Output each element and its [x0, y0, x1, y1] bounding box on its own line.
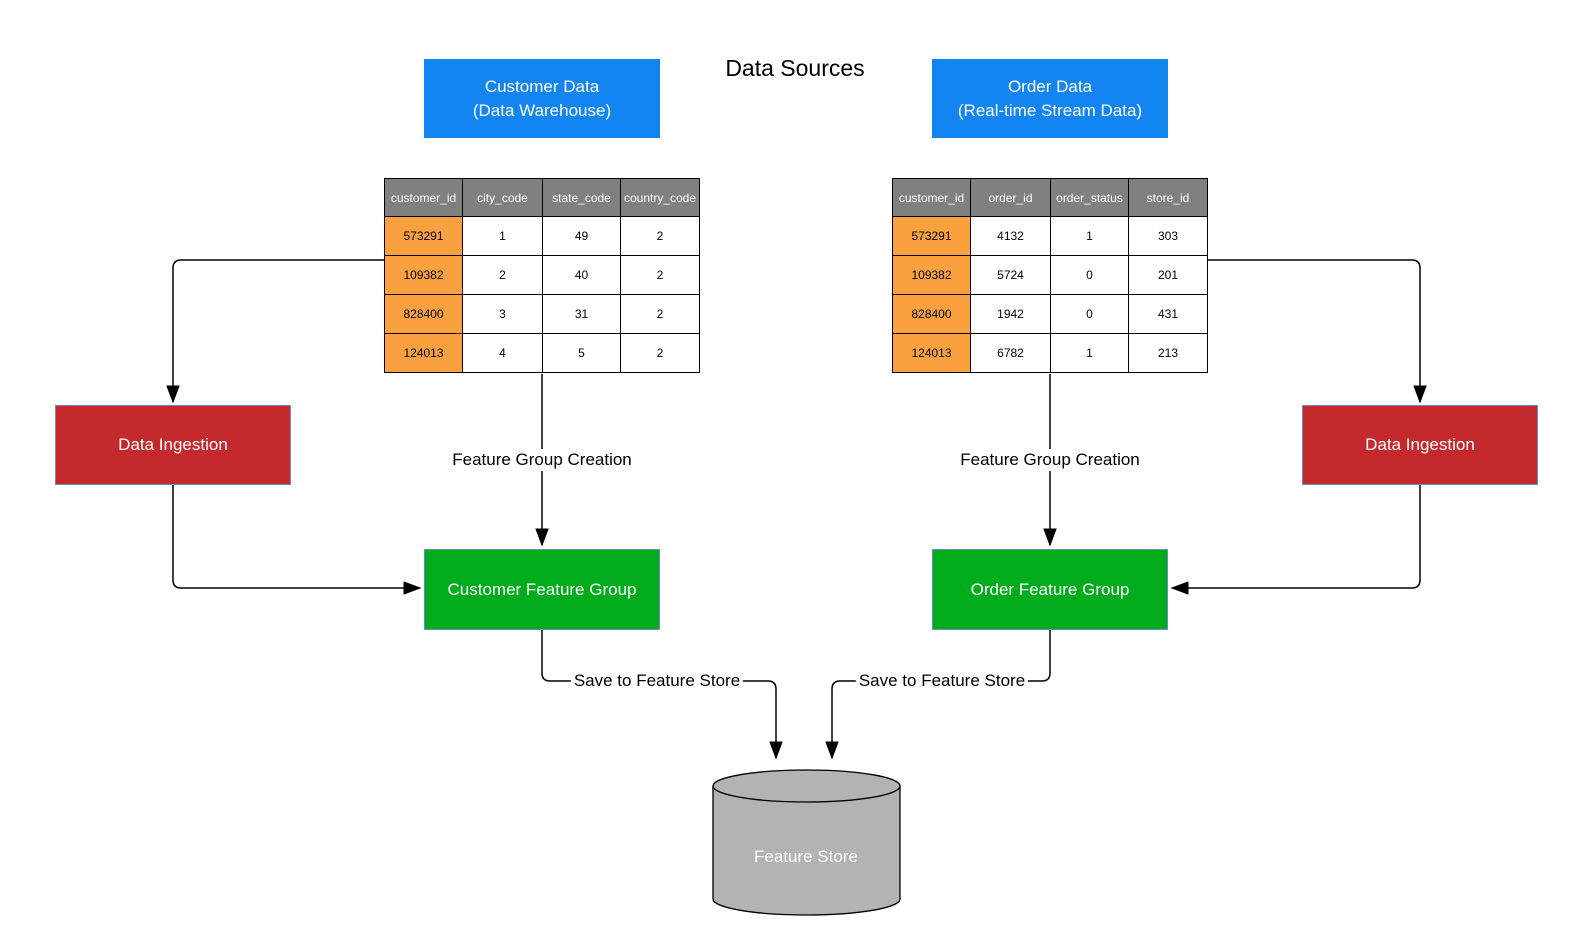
- feature-group-creation-left-label: Feature Group Creation: [449, 449, 635, 471]
- column-header: city_code: [462, 178, 543, 217]
- column-header: order_id: [970, 178, 1051, 217]
- column-header: country_code: [620, 178, 700, 217]
- table-cell: 431: [1128, 294, 1208, 334]
- table-cell: 5: [542, 333, 621, 373]
- feature-group-creation-right-label: Feature Group Creation: [957, 449, 1143, 471]
- customer-feature-group-box: Customer Feature Group: [424, 549, 660, 630]
- table-cell: 0: [1050, 294, 1129, 334]
- table-cell: 3: [462, 294, 543, 334]
- order-data-source-line1: Order Data: [1007, 76, 1093, 96]
- column-header: customer_id: [892, 178, 971, 217]
- data-ingestion-right-box: Data Ingestion: [1302, 405, 1538, 485]
- feature-store-label: Feature Store: [754, 847, 858, 866]
- data-ingestion-right-label: Data Ingestion: [1365, 435, 1475, 454]
- column-header: order_status: [1050, 178, 1129, 217]
- table-cell: 2: [620, 255, 700, 295]
- customer-data-source-box: Customer Data (Data Warehouse): [424, 59, 660, 138]
- arrow-save-right: [825, 630, 1051, 760]
- order-data-source-box: Order Data (Real-time Stream Data): [932, 59, 1168, 138]
- table-cell: 31: [542, 294, 621, 334]
- save-to-feature-store-left-label: Save to Feature Store: [570, 670, 744, 692]
- table-cell: 828400: [384, 294, 463, 334]
- table-cell: 213: [1128, 333, 1208, 373]
- table-cell: 1942: [970, 294, 1051, 334]
- table-cell: 109382: [892, 255, 971, 295]
- arrow-save-left: [541, 630, 783, 760]
- table-cell: 6782: [970, 333, 1051, 373]
- table-cell: 303: [1128, 216, 1208, 256]
- customer-data-source-line1: Customer Data: [484, 76, 600, 96]
- table-cell: 2: [620, 216, 700, 256]
- table-cell: 2: [620, 294, 700, 334]
- table-cell: 828400: [892, 294, 971, 334]
- table-cell: 40: [542, 255, 621, 295]
- column-header: store_id: [1128, 178, 1208, 217]
- arrow-ingestion-to-customer-feature-group: [172, 485, 422, 595]
- page-title: Data Sources: [725, 55, 865, 81]
- feature-store-cylinder: [712, 769, 901, 916]
- table-cell: 2: [620, 333, 700, 373]
- save-to-feature-store-right-label: Save to Feature Store: [855, 670, 1029, 692]
- customer-feature-group-label: Customer Feature Group: [447, 579, 637, 599]
- table-cell: 573291: [892, 216, 971, 256]
- table-cell: 5724: [970, 255, 1051, 295]
- arrow-ingestion-to-order-feature-group: [1170, 485, 1421, 595]
- data-ingestion-left-box: Data Ingestion: [55, 405, 291, 485]
- table-cell: 49: [542, 216, 621, 256]
- order-feature-group-label: Order Feature Group: [970, 579, 1130, 599]
- table-cell: 0: [1050, 255, 1129, 295]
- table-cell: 4: [462, 333, 543, 373]
- table-cell: 573291: [384, 216, 463, 256]
- column-header: state_code: [542, 178, 621, 217]
- data-ingestion-left-label: Data Ingestion: [118, 435, 228, 454]
- arrow-customer-table-to-ingestion: [166, 259, 384, 404]
- table-cell: 124013: [892, 333, 971, 373]
- arrow-order-table-to-ingestion: [1207, 259, 1427, 404]
- table-cell: 1: [1050, 216, 1129, 256]
- customer-data-source-line2: (Data Warehouse): [472, 100, 612, 120]
- table-cell: 201: [1128, 255, 1208, 295]
- table-cell: 1: [462, 216, 543, 256]
- order-data-source-line2: (Real-time Stream Data): [957, 100, 1143, 120]
- table-cell: 124013: [384, 333, 463, 373]
- table-cell: 109382: [384, 255, 463, 295]
- table-cell: 4132: [970, 216, 1051, 256]
- table-cell: 1: [1050, 333, 1129, 373]
- table-cell: 2: [462, 255, 543, 295]
- order-feature-group-box: Order Feature Group: [932, 549, 1168, 630]
- column-header: customer_id: [384, 178, 463, 217]
